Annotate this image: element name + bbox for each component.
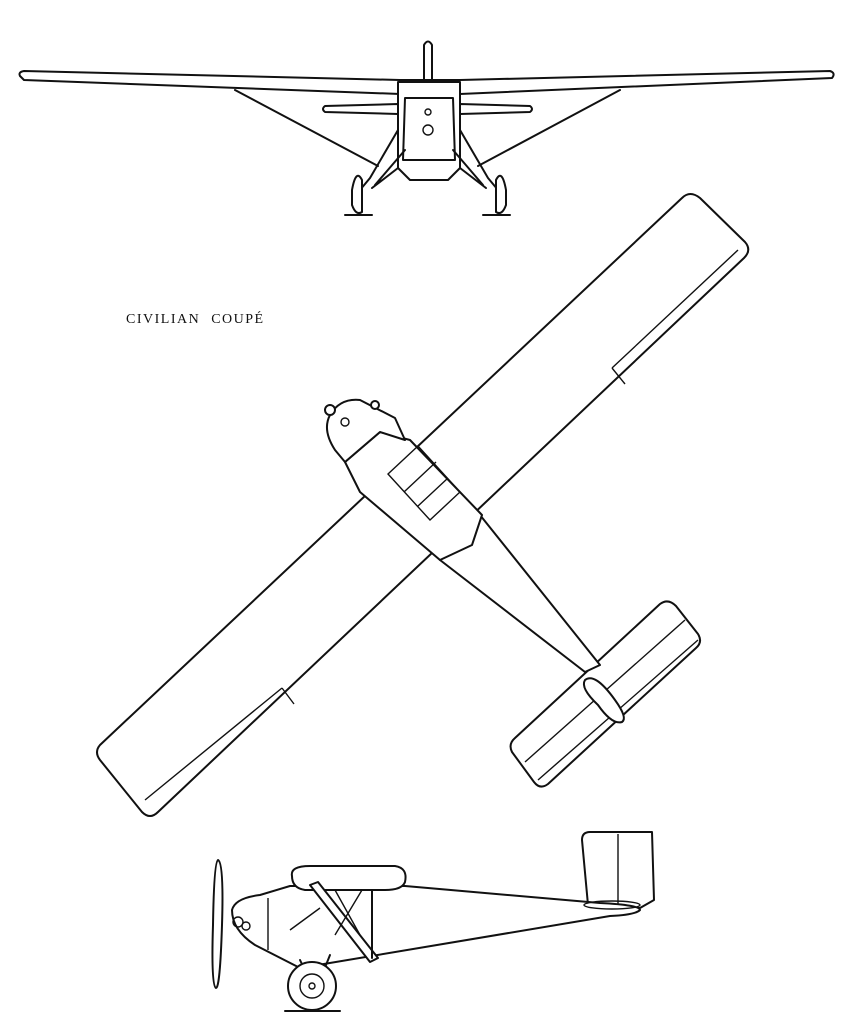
top-view [96,193,750,817]
front-wheel-right [495,174,507,215]
front-fin [423,40,433,81]
top-engine-cylinder [324,404,336,416]
front-strut-left [234,89,379,167]
front-gear-left [359,129,406,191]
side-strut [309,881,379,963]
top-aileron-right [611,249,739,385]
side-cabin-struts [289,889,363,936]
top-windows [387,445,461,521]
drawing-title: CIVILIAN COUPÉ [126,312,265,327]
front-gear-right [452,129,499,191]
side-wheel [287,961,337,1011]
front-engine-hub [422,124,434,136]
front-engine-cowl [402,97,456,161]
front-view [18,40,835,216]
front-strut-right [477,89,621,167]
front-tailplane [322,103,533,115]
front-wheel-left [351,174,363,215]
top-aileron-left [144,687,295,801]
top-rudder [582,677,625,724]
side-tailplane [583,900,641,910]
side-view [211,831,655,1012]
side-wing [290,865,407,891]
side-propeller [211,859,224,989]
top-nose [325,398,406,463]
side-engine [232,916,244,928]
